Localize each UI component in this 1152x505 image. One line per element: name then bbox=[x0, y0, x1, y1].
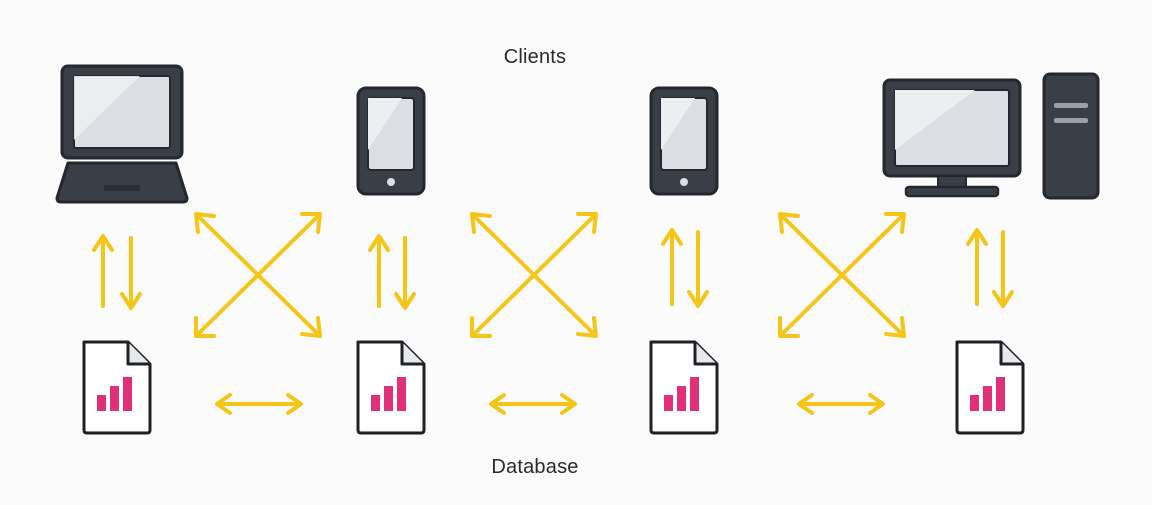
vertical-arrow-up bbox=[368, 234, 390, 308]
clients-label: Clients bbox=[503, 46, 567, 68]
vertical-arrow-down bbox=[120, 236, 142, 310]
phone-icon bbox=[356, 86, 426, 196]
cross-arrows bbox=[194, 212, 322, 338]
vertical-arrow-down bbox=[992, 230, 1014, 308]
chart-document-icon bbox=[356, 340, 426, 435]
vertical-arrow-up bbox=[92, 234, 114, 308]
cross-arrows bbox=[470, 212, 598, 338]
chart-document-icon bbox=[955, 340, 1025, 435]
chart-document-icon bbox=[649, 340, 719, 435]
horizontal-double-arrow bbox=[797, 393, 885, 415]
horizontal-double-arrow bbox=[215, 393, 303, 415]
phone-icon bbox=[649, 86, 719, 196]
vertical-arrow-up bbox=[966, 228, 988, 306]
horizontal-double-arrow bbox=[489, 393, 577, 415]
vertical-arrow-down bbox=[394, 236, 416, 310]
cross-arrows bbox=[778, 212, 906, 338]
vertical-arrow-up bbox=[661, 228, 683, 306]
vertical-arrow-down bbox=[687, 230, 709, 308]
arrows bbox=[92, 212, 1014, 415]
chart-document-icon bbox=[82, 340, 152, 435]
desktop-computer-icon bbox=[882, 72, 1100, 200]
database-label: Database bbox=[491, 456, 579, 478]
laptop-icon bbox=[55, 64, 189, 204]
